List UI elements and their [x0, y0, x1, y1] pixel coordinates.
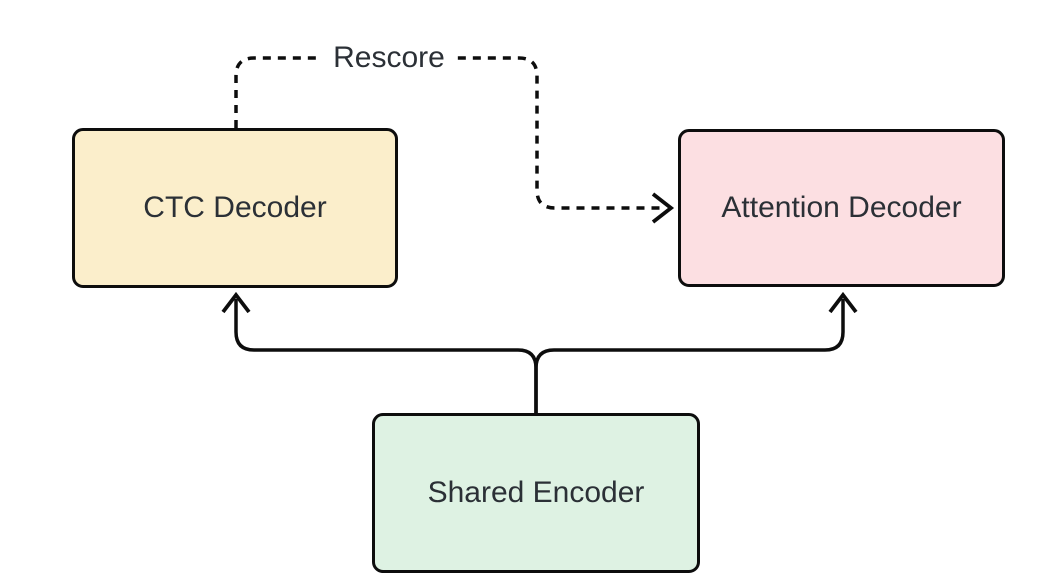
encoder-to-attention-edge	[534, 299, 845, 413]
rescore-edge-label: Rescore	[321, 41, 457, 75]
node-ctc-decoder-label: CTC Decoder	[143, 191, 327, 224]
node-shared-encoder-label: Shared Encoder	[427, 476, 645, 509]
rescore-arrowhead-right-icon	[651, 192, 675, 224]
node-attention-decoder-label: Attention Decoder	[721, 191, 962, 224]
node-ctc-decoder: CTC Decoder	[72, 128, 398, 288]
node-attention-decoder: Attention Decoder	[678, 129, 1005, 287]
encoder-to-attention-arrowhead-up-icon	[828, 291, 858, 314]
rescore-dashed-edge	[234, 56, 666, 210]
encoder-to-ctc-arrowhead-up-icon	[221, 291, 251, 314]
encoder-to-ctc-edge	[234, 299, 538, 413]
node-shared-encoder: Shared Encoder	[372, 413, 700, 573]
